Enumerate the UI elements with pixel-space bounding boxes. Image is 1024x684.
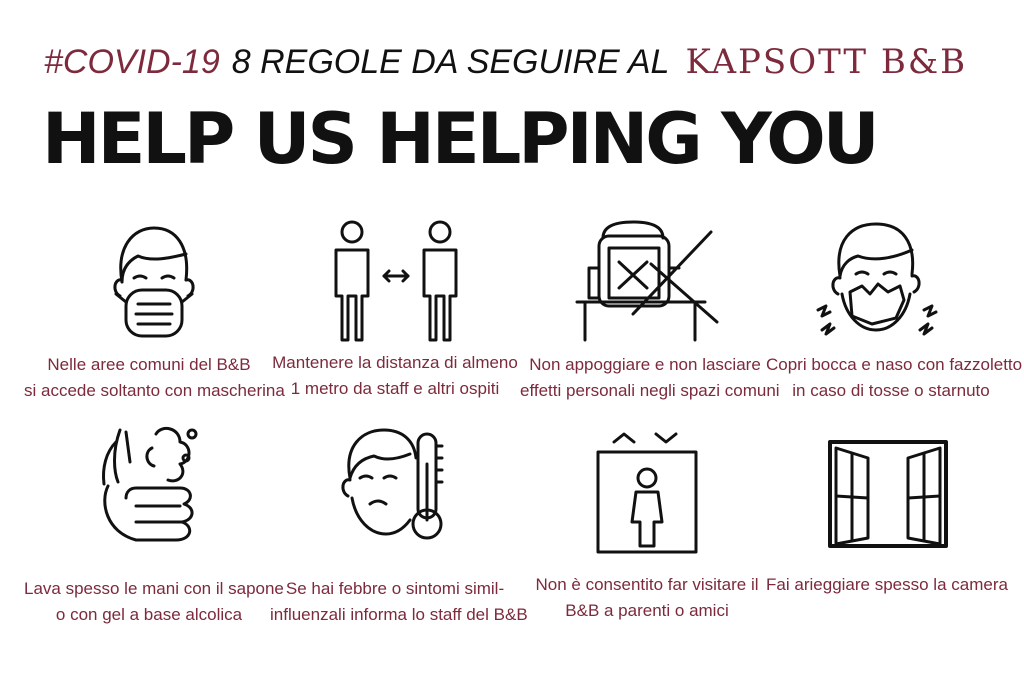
rule-caption-line: Copri bocca e naso con fazzoletto	[766, 355, 1023, 374]
rule-caption-line: effetti personali negli spazi comuni	[520, 381, 780, 400]
brand-logo: KAPSOTT B&B	[685, 42, 968, 82]
rule-caption: Nelle aree comuni del B&B si accede solt…	[24, 352, 285, 404]
sneeze-tissue-icon	[812, 220, 942, 340]
rule-caption-line: influenzali informa lo staff del B&B	[270, 605, 528, 624]
rule-caption: Copri bocca e naso con fazzoletto in cas…	[766, 352, 1023, 404]
headline: HELP US HELPING YOU	[42, 98, 880, 180]
hashtag: #COVID-19	[44, 43, 220, 81]
rule-caption: Non appoggiare e non lasciare effetti pe…	[520, 352, 780, 404]
rule-caption-line: Fai arieggiare spesso la camera	[766, 575, 1008, 594]
header: #COVID-19 8 REGOLE DA SEGUIRE AL KAPSOTT…	[44, 42, 967, 92]
rule-caption-line: Non è consentito far visitare il	[535, 575, 759, 594]
rule-caption-line: in caso di tosse o starnuto	[792, 381, 990, 400]
open-window-icon	[828, 440, 948, 548]
rule-caption: Mantenere la distanza di almeno 1 metro …	[270, 350, 520, 402]
rule-caption-line: Lava spesso le mani con il sapone	[24, 579, 284, 598]
no-belongings-icon	[575, 218, 720, 343]
fever-thermometer-icon	[340, 424, 448, 544]
rule-caption-line: o con gel a base alcolica	[55, 605, 243, 624]
rule-caption-line: Mantenere la distanza di almeno	[272, 353, 518, 372]
rule-caption-line: Nelle aree comuni del B&B	[47, 355, 251, 374]
hand-washing-icon	[96, 422, 206, 550]
no-visitors-icon	[594, 430, 700, 554]
subtitle: 8 REGOLE DA SEGUIRE AL	[231, 43, 670, 81]
rule-caption-line: Se hai febbre o sintomi simil-	[285, 579, 505, 598]
rule-caption-line: Non appoggiare e non lasciare	[529, 355, 761, 374]
face-mask-icon	[108, 222, 198, 347]
rule-caption-line: 1 metro da staff e altri ospiti	[290, 379, 500, 398]
rule-caption-line: B&B a parenti o amici	[565, 601, 729, 620]
rule-caption-line: si accede soltanto con mascherina	[24, 381, 285, 400]
rule-caption: Fai arieggiare spesso la camera	[762, 572, 1012, 598]
rule-caption: Se hai febbre o sintomi simil- influenza…	[270, 576, 528, 628]
social-distance-icon	[326, 216, 466, 346]
rule-caption: Lava spesso le mani con il sapone o con …	[24, 576, 284, 628]
rule-caption: Non è consentito far visitare il B&B a p…	[522, 572, 772, 624]
